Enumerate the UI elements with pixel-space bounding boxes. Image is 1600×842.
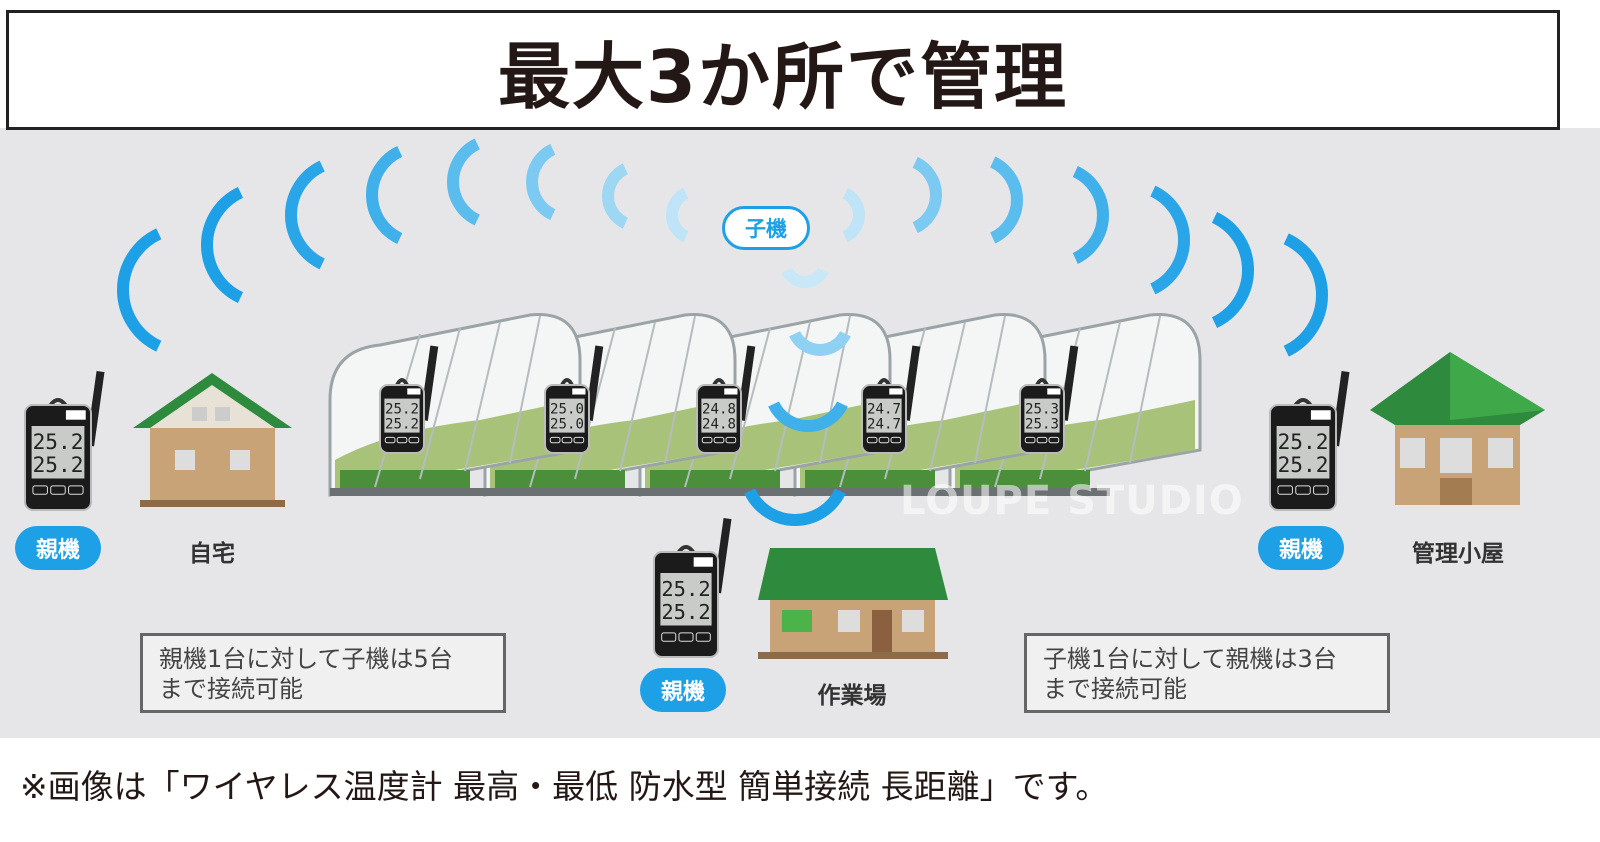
note-child-capacity: 子機1台に対して親機は3台 まで接続可能 bbox=[1024, 633, 1390, 713]
signal-wave-icon bbox=[285, 160, 325, 270]
signal-wave-icon bbox=[117, 228, 162, 352]
parent-badge-hut: 親機 bbox=[1258, 526, 1344, 570]
signal-wave-icon bbox=[989, 156, 1023, 244]
location-workshop: 作業場 bbox=[817, 683, 887, 709]
signal-wave-icon bbox=[781, 267, 829, 288]
signal-wave-icon bbox=[201, 186, 244, 304]
signal-wave-icon bbox=[526, 143, 556, 221]
note-line: まで接続可能 bbox=[159, 675, 303, 703]
title-banner: 最大3か所で管理 bbox=[6, 10, 1560, 130]
temperature-reading: 25.0 bbox=[550, 417, 584, 433]
signal-wave-icon bbox=[912, 156, 942, 234]
sensor-unit: 25.225.2 bbox=[379, 345, 439, 454]
workshop-icon bbox=[758, 548, 948, 659]
signal-wave-icon bbox=[768, 401, 848, 432]
parent-unit-home: 25.225.2 bbox=[24, 370, 105, 511]
signal-wave-icon bbox=[842, 187, 865, 243]
temperature-reading: 25.2 bbox=[1278, 452, 1329, 477]
watermark: LOUPE STUDIO bbox=[900, 478, 1244, 524]
temperature-reading: 24.7 bbox=[867, 417, 901, 433]
signal-wave-icon bbox=[1072, 166, 1109, 264]
note-line: 親機1台に対して子機は5台 bbox=[159, 645, 453, 673]
page-title: 最大3か所で管理 bbox=[497, 34, 1069, 119]
sensor-unit: 25.025.0 bbox=[544, 345, 604, 454]
temperature-reading: 25.2 bbox=[33, 429, 84, 454]
hut-icon bbox=[1370, 352, 1545, 505]
note-line: まで接続可能 bbox=[1043, 675, 1187, 703]
signal-wave-icon bbox=[744, 488, 846, 526]
temperature-reading: 24.8 bbox=[702, 402, 736, 418]
sensor-unit: 24.824.8 bbox=[696, 345, 756, 454]
temperature-reading: 25.3 bbox=[1025, 417, 1059, 433]
child-unit-label: 子機 bbox=[722, 206, 810, 250]
signal-wave-icon bbox=[789, 330, 851, 356]
temperature-reading: 25.2 bbox=[385, 417, 419, 433]
temperature-reading: 25.0 bbox=[550, 402, 584, 418]
signal-wave-icon bbox=[602, 163, 629, 229]
signal-wave-icon bbox=[1283, 233, 1328, 357]
parent-unit-workshop: 25.225.2 bbox=[653, 517, 732, 658]
parent-unit-hut: 25.225.2 bbox=[1269, 370, 1350, 511]
signal-wave-icon bbox=[1150, 185, 1190, 295]
temperature-reading: 25.2 bbox=[385, 402, 419, 418]
temperature-reading: 25.2 bbox=[1278, 429, 1329, 454]
sensor-unit: 25.325.3 bbox=[1019, 345, 1079, 454]
location-home: 自宅 bbox=[189, 541, 235, 567]
signal-wave-icon bbox=[1211, 211, 1254, 329]
parent-badge-workshop: 親機 bbox=[640, 668, 726, 712]
temperature-reading: 25.2 bbox=[661, 600, 710, 624]
temperature-reading: 25.2 bbox=[33, 452, 84, 477]
note-parent-capacity: 親機1台に対して子機は5台 まで接続可能 bbox=[140, 633, 506, 713]
temperature-reading: 24.8 bbox=[702, 417, 736, 433]
temperature-reading: 25.3 bbox=[1025, 402, 1059, 418]
sensor-unit: 24.724.7 bbox=[861, 345, 921, 454]
signal-wave-icon bbox=[666, 187, 689, 243]
location-hut: 管理小屋 bbox=[1412, 541, 1504, 567]
signal-wave-icon bbox=[366, 146, 403, 244]
temperature-reading: 24.7 bbox=[867, 402, 901, 418]
house-home-icon bbox=[133, 373, 292, 507]
note-line: 子機1台に対して親機は3台 bbox=[1043, 645, 1337, 673]
signal-wave-icon bbox=[447, 138, 481, 226]
caption: ※画像は「ワイヤレス温度計 最高・最低 防水型 簡単接続 長距離」です。 bbox=[20, 767, 1109, 806]
temperature-reading: 25.2 bbox=[661, 577, 710, 601]
parent-badge-home: 親機 bbox=[15, 526, 101, 570]
